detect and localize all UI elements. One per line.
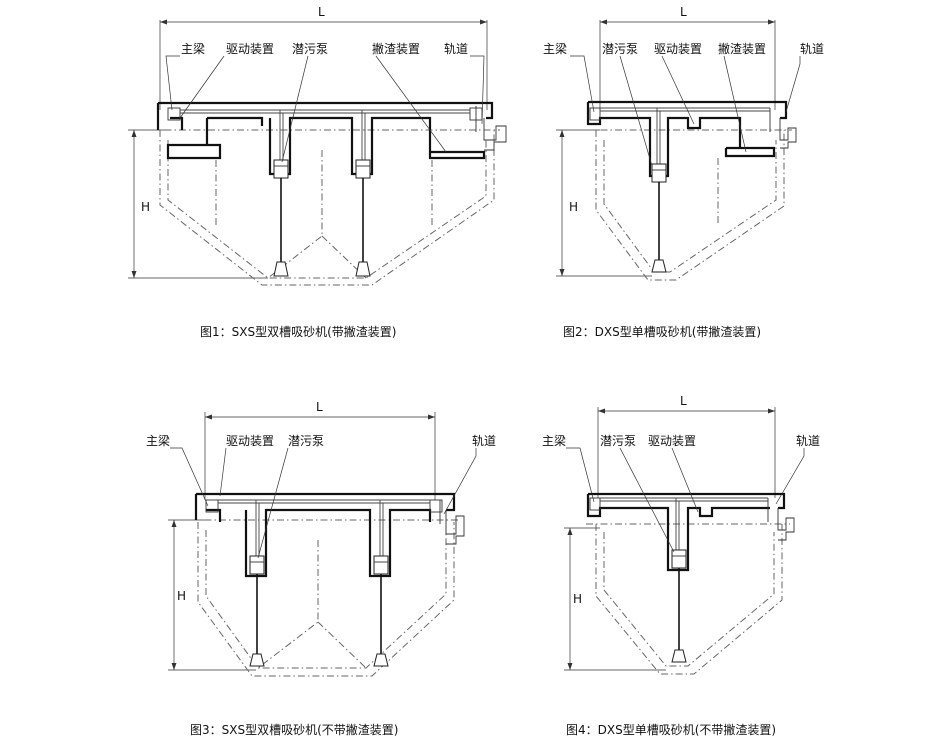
- fig2-main-beam: [586, 100, 797, 178]
- fig2-label-pump: 潜污泵: [602, 42, 638, 56]
- fig2-wheel-left: [589, 107, 601, 121]
- fig2-caption: 图2：DXS型单槽吸砂机(带撇渣装置): [563, 324, 761, 339]
- fig3-tank-outline: [190, 519, 460, 677]
- fig2-leaders: [570, 55, 801, 167]
- fig3-leaders: [170, 447, 477, 559]
- fig4-wheel-left: [589, 497, 601, 511]
- fig4-label-main-beam: 主梁: [542, 433, 566, 448]
- fig1-dim-H-label: H: [141, 200, 150, 214]
- fig2-label-drive: 驱动装置: [654, 42, 702, 56]
- fig1-pipes: [180, 109, 470, 160]
- fig1-label-skimmer: 撇渣装置: [372, 41, 420, 56]
- fig4-dim-L-label: L: [680, 394, 687, 408]
- fig4-dimension-H: H: [564, 527, 666, 671]
- fig1-tank-outline: [150, 129, 500, 286]
- fig3-label-pump: 潜污泵: [288, 434, 324, 448]
- fig2-pipes: [600, 107, 770, 164]
- fig1-main-beam: [156, 101, 507, 176]
- fig4-pipes: [600, 497, 768, 550]
- fig1-dim-L-label: L: [318, 5, 325, 19]
- fig4-label-pump: 潜污泵: [600, 434, 636, 448]
- fig4-dimension-L: L: [597, 394, 776, 498]
- fig2-dimension-L: L: [599, 5, 776, 110]
- fig4-caption: 图4：DXS型单槽吸砂机(不带撇渣装置): [566, 722, 776, 737]
- fig1-label-rail: 轨道: [444, 42, 468, 56]
- fig3-main-beam: [194, 492, 465, 578]
- fig3-label-main-beam: 主梁: [146, 433, 170, 448]
- figure-4: L H: [542, 394, 820, 737]
- fig3-dim-L-label: L: [316, 400, 323, 414]
- fig1-dimension-L: L: [159, 5, 488, 110]
- fig2-label-rail: 轨道: [800, 42, 824, 56]
- fig4-label-drive: 驱动装置: [648, 434, 696, 448]
- fig1-pump-right: [355, 159, 371, 277]
- fig3-caption: 图3：SXS型双槽吸砂机(不带撇渣装置): [190, 722, 398, 737]
- fig3-dim-H-label: H: [177, 589, 186, 603]
- fig3-label-rail: 轨道: [472, 434, 496, 448]
- fig2-dim-H-label: H: [569, 200, 578, 214]
- fig3-pump-left: [249, 555, 265, 667]
- fig1-label-main-beam: 主梁: [181, 41, 205, 56]
- fig3-label-drive: 驱动装置: [226, 434, 274, 448]
- fig4-leaders: [566, 447, 805, 553]
- figure-2: L H: [543, 5, 824, 339]
- fig1-dimension-H: H: [128, 129, 268, 279]
- fig3-pipes: [218, 499, 430, 556]
- fig1-pump-left: [273, 159, 289, 277]
- fig4-label-rail: 轨道: [796, 434, 820, 448]
- fig3-dimension-H: H: [168, 519, 256, 671]
- fig2-label-main-beam: 主梁: [543, 41, 567, 56]
- fig4-pump: [671, 549, 687, 663]
- fig1-wheel-left: [167, 107, 181, 121]
- fig1-leaders: [165, 55, 485, 163]
- fig1-label-pump: 潜污泵: [292, 42, 328, 56]
- fig2-tank-outline: [586, 129, 792, 281]
- fig1-label-drive: 驱动装置: [226, 42, 274, 56]
- fig2-label-skimmer: 撇渣装置: [718, 41, 766, 56]
- figure-1: L H: [128, 5, 507, 339]
- fig4-dim-H-label: H: [573, 592, 582, 606]
- figure-3: L H: [146, 400, 496, 737]
- fig3-wheel-left: [205, 499, 219, 513]
- fig3-wheel-right: [429, 499, 443, 513]
- fig1-caption: 图1：SXS型双槽吸砂机(带撇渣装置): [200, 324, 396, 339]
- fig3-dimension-L: L: [204, 400, 436, 500]
- fig2-dim-L-label: L: [680, 5, 687, 19]
- fig2-pump: [651, 163, 667, 273]
- fig3-pump-right: [373, 555, 389, 667]
- fig4-main-beam: [586, 492, 795, 572]
